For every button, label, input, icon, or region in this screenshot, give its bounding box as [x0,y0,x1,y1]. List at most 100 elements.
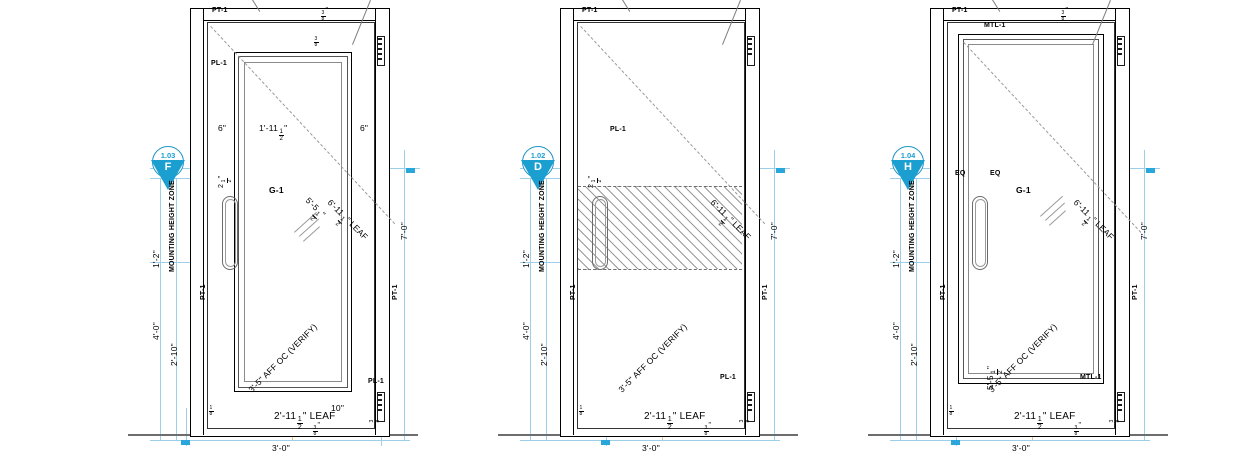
dim-extension-line [530,178,531,440]
dim-square-marker [951,440,960,445]
hinge-bottom-pin [1118,404,1122,406]
label-jamb-left: PT-1 [940,284,947,300]
hinge-bottom-pin [1118,399,1122,401]
dim-extension-line [546,178,547,440]
frame-jamb-right [745,8,746,435]
hinge-top [377,36,385,66]
dim-extension-line [160,178,161,440]
door-pull-handle[interactable] [222,196,238,270]
marker-letter: F [164,161,172,173]
dim-overall-width: 3'-0" [1012,443,1030,453]
vision-lite-glass [244,62,342,382]
marker-letter: H [904,161,912,173]
dim-to-zone-bottom: 4'-0" [151,322,161,340]
hinge-top-pin [1118,43,1122,45]
door-pull-handle-inner [595,199,606,267]
hinge-bottom-pin [1118,394,1122,396]
frame-jamb-right [1115,8,1116,435]
dim-overall-width: 3'-0" [642,443,660,453]
label-mounting-zone-3: MOUNTING HEIGHT ZONE [909,180,916,272]
dim-handle-height: 2'-10" [169,343,179,366]
dim-extension-line [774,150,775,440]
door-pull-handle[interactable] [972,196,988,270]
hinge-bottom-pin [378,394,382,396]
elevation-marker-2[interactable]: 1.02 D [521,146,556,192]
dim-handle-height: 2'-10" [539,343,549,366]
dim-handle-height: 2'-10" [909,343,919,366]
label-jamb-right: PT-1 [1132,284,1139,300]
frame-head [943,20,1116,21]
label-bottom-finish: PL-1 [720,374,736,381]
frame-head [573,20,746,21]
dim-lite-right: 6" [360,123,369,133]
dim-extension-line [186,408,187,446]
door-leaf [207,22,375,429]
label-panel-finish: PL-1 [211,60,227,67]
panel-2[interactable]: 1.02 D PT-1 PL-1 PL-1 PT-1 PT-1 1'-2" MO… [370,0,810,453]
label-bottom-finish: PL-1 [368,378,384,385]
label-jamb-left: PT-1 [570,284,577,300]
label-panel-finish: MTL-1 [984,22,1006,29]
door-leaf [577,22,745,429]
hinge-bottom [1117,392,1125,422]
vision-lite-inner-frame [963,39,1099,379]
hinge-top-pin [378,38,382,40]
label-bottom-finish: MTL-1 [1080,374,1102,381]
marker-number: 1.02 [530,151,546,160]
frame-head [203,20,376,21]
label-panel-finish: PL-1 [610,126,626,133]
door-pull-handle[interactable] [592,196,608,270]
hinge-bottom [377,392,385,422]
hinge-top [747,36,755,66]
dim-eq-left: EQ [955,170,966,177]
label-glazing: G-1 [1016,185,1031,195]
hinge-bottom-pin [378,399,382,401]
elevation-marker-3[interactable]: 1.04 H [891,146,926,192]
dim-square-marker [406,168,415,173]
hinge-top-pin [748,53,752,55]
frame-jamb-left [943,8,944,435]
frame-jamb-right [375,8,376,435]
elevation-marker-1[interactable]: 1.03 F [151,146,186,192]
hinge-top-pin [1118,48,1122,50]
hinge-bottom-pin [748,399,752,401]
hinge-top-pin [378,43,382,45]
hinge-bottom-pin [748,409,752,411]
marker-number: 1.03 [160,151,176,160]
hinge-top-pin [1118,53,1122,55]
marker-letter: D [534,161,542,173]
dim-square-marker [601,440,610,445]
vision-lite-glass [968,44,1094,374]
dim-eq-right: EQ [990,170,1001,177]
panel-1[interactable]: 1.03 F PT-1 PL-1 PL-1 PT-1 PT-1 G-1 6" 6… [0,0,440,453]
dim-line [890,440,1150,441]
dim-to-zone-bottom: 4'-0" [891,322,901,340]
dim-extension-line [404,150,405,440]
hinge-bottom-pin [378,409,382,411]
dim-to-zone-bottom: 4'-0" [521,322,531,340]
dim-overall-height: 7'-0" [1139,222,1149,240]
door-frame-outer [190,8,390,437]
dim-lite-left: 6" [218,123,227,133]
hinge-bottom-pin [378,404,382,406]
label-glazing: G-1 [269,185,284,195]
dim-mounting-zone-height: 1'-2" [521,250,531,268]
label-head-finish: PT-1 [582,7,598,14]
dim-square-marker [1146,168,1155,173]
label-mounting-zone-2: MOUNTING HEIGHT ZONE [539,180,546,272]
label-head-finish: PT-1 [952,7,968,14]
panel-3[interactable]: 1.04 H PT-1 MTL-1 MTL-1 PT-1 PT-1 EQ EQ … [740,0,1240,453]
dim-overall-width: 3'-0" [272,443,290,453]
dim-lite-bottom: 10" [331,403,345,413]
